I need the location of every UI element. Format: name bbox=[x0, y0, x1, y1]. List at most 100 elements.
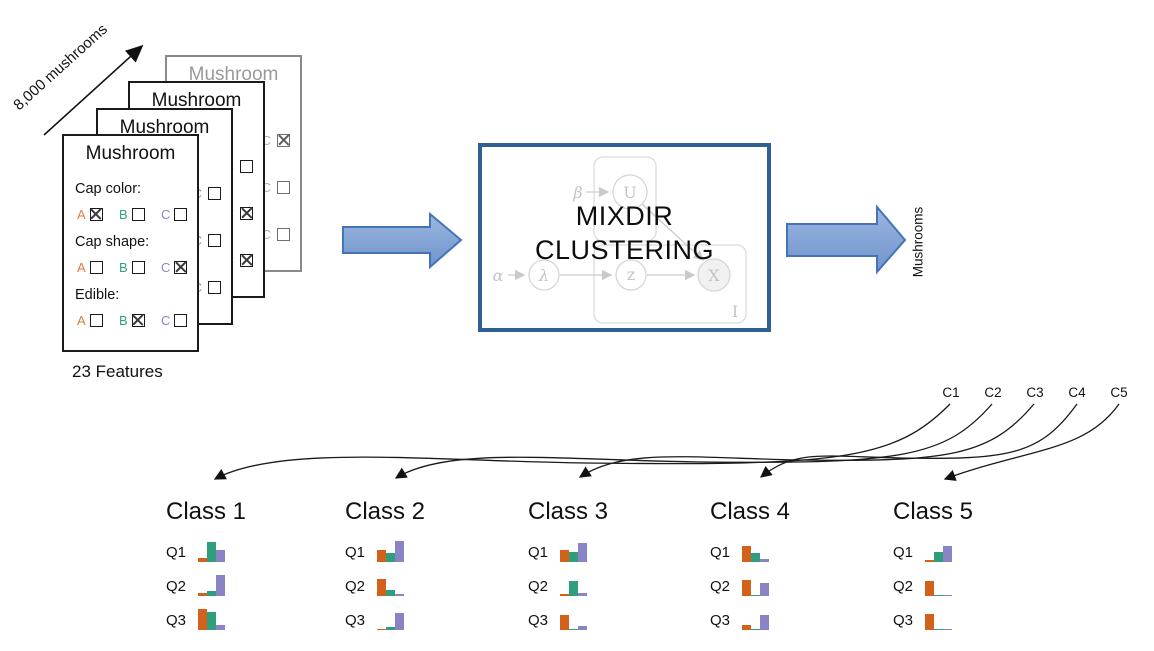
question-label: Cap shape: bbox=[75, 234, 150, 250]
question-label: Q1 bbox=[893, 544, 914, 561]
option-letter: B bbox=[119, 313, 128, 328]
question-options: A B C bbox=[77, 260, 198, 275]
bar-green bbox=[934, 628, 943, 630]
question-label: Q2 bbox=[528, 578, 549, 595]
card-title: Mushroom bbox=[151, 90, 242, 111]
question-label: Q3 bbox=[710, 612, 731, 629]
option-letter: A bbox=[77, 207, 86, 222]
heatmap-column-label: C3 bbox=[1026, 385, 1044, 400]
bar-green bbox=[934, 551, 943, 562]
bar-orange bbox=[198, 558, 207, 562]
node-x bbox=[697, 258, 731, 292]
question-label: Q2 bbox=[893, 578, 914, 595]
bar-group bbox=[742, 574, 769, 596]
question-distribution-row: Q1 bbox=[893, 539, 1023, 562]
card-title: Mushroom bbox=[188, 64, 279, 85]
bar-orange bbox=[560, 550, 569, 562]
question-distribution-row: Q2 bbox=[893, 573, 1023, 596]
bar-group bbox=[742, 608, 769, 630]
edge-u-x bbox=[641, 203, 704, 261]
features-label: 23 Features bbox=[72, 362, 163, 381]
bar-orange bbox=[198, 609, 207, 630]
question-distribution-row: Q1 bbox=[345, 539, 475, 562]
bar-orange bbox=[198, 592, 207, 596]
arrow-to-class-4 bbox=[759, 403, 1078, 478]
mixdir-title-line2: CLUSTERING bbox=[534, 235, 715, 265]
bar-green bbox=[569, 551, 578, 562]
option-group: A bbox=[77, 260, 114, 275]
checkbox-checked bbox=[89, 208, 103, 221]
checkbox-unchecked bbox=[240, 160, 253, 173]
bar-purple bbox=[943, 545, 952, 562]
card-option: C bbox=[262, 180, 290, 195]
bar-orange bbox=[377, 550, 386, 562]
bar-group bbox=[560, 540, 587, 562]
arrow-to-class-2 bbox=[394, 403, 993, 479]
bar-purple bbox=[578, 625, 587, 630]
question-label: Q3 bbox=[893, 612, 914, 629]
question-distribution-row: Q1 bbox=[710, 539, 840, 562]
option-letter: A bbox=[77, 260, 86, 275]
question-label: Cap color: bbox=[75, 181, 142, 197]
bar-green bbox=[751, 628, 760, 630]
bar-orange bbox=[925, 613, 934, 630]
option-group: B bbox=[119, 207, 156, 222]
bar-purple bbox=[943, 628, 952, 630]
question-distribution-row: Q3 bbox=[528, 607, 658, 630]
option-letter: B bbox=[119, 260, 128, 275]
arrow-to-class-1 bbox=[213, 403, 951, 480]
bar-purple bbox=[395, 541, 404, 562]
bar-purple bbox=[760, 614, 769, 630]
node-z bbox=[615, 259, 647, 291]
bar-green bbox=[207, 590, 216, 596]
card-option: C bbox=[262, 227, 290, 242]
arrow-to-class-5 bbox=[943, 403, 1120, 481]
bar-group bbox=[198, 540, 225, 562]
heatmap-column-label: C5 bbox=[1110, 385, 1128, 400]
class-title: Class 4 bbox=[710, 498, 791, 525]
bar-green bbox=[569, 628, 578, 630]
bar-green bbox=[934, 594, 943, 596]
question-distribution-row: Q2 bbox=[528, 573, 658, 596]
node-u bbox=[612, 174, 648, 210]
bar-purple bbox=[216, 550, 225, 562]
checkbox-unchecked bbox=[131, 208, 145, 221]
option-letter: C bbox=[161, 260, 171, 275]
bar-orange bbox=[377, 579, 386, 596]
label-x: X bbox=[708, 266, 720, 285]
bar-group bbox=[377, 540, 404, 562]
bar-green bbox=[386, 590, 395, 596]
bar-green bbox=[386, 552, 395, 562]
bar-group bbox=[925, 574, 952, 596]
bar-purple bbox=[943, 594, 952, 596]
option-letter: C bbox=[261, 133, 271, 148]
bar-green bbox=[751, 594, 760, 596]
bar-orange bbox=[742, 545, 751, 562]
plate-u bbox=[593, 156, 657, 242]
label-u: U bbox=[623, 183, 636, 202]
label-beta: β bbox=[572, 183, 582, 202]
label-z: z bbox=[627, 265, 635, 284]
block-arrow-2 bbox=[786, 204, 907, 275]
checkbox-checked bbox=[240, 254, 253, 267]
checkbox-unchecked bbox=[277, 181, 290, 194]
option-group: B bbox=[119, 260, 156, 275]
checkbox-checked bbox=[277, 134, 290, 147]
option-letter: C bbox=[161, 313, 171, 328]
bar-group bbox=[925, 608, 952, 630]
label-lambda: λ bbox=[538, 266, 549, 285]
bar-green bbox=[751, 553, 760, 562]
count-arrow bbox=[43, 44, 144, 136]
checkbox-checked bbox=[174, 261, 188, 274]
option-letter: C bbox=[261, 180, 271, 195]
bar-purple bbox=[578, 543, 587, 562]
node-lambda bbox=[528, 259, 560, 291]
question-distribution-row: Q1 bbox=[528, 539, 658, 562]
bar-orange bbox=[560, 593, 569, 596]
